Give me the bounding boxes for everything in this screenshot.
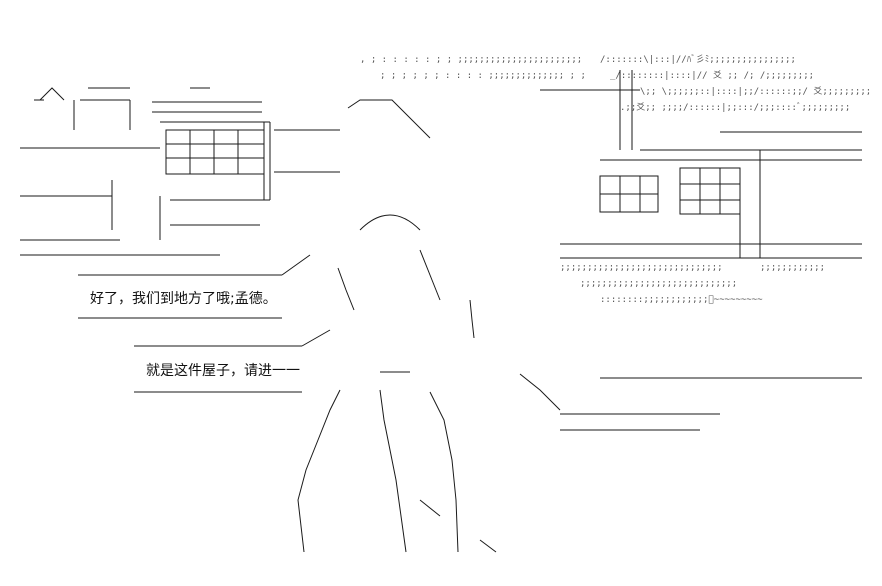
svg-text:, ; : : : : : ; ; ;;;;;;;;;;;;: , ; : : : : : ; ; ;;;;;;;;;;;;;;;;;;;;;;… [360, 55, 582, 65]
house-left [20, 87, 340, 256]
speech-box [78, 254, 331, 393]
svg-text:;;;;;;;;;;;;: ;;;;;;;;;;;; [760, 263, 825, 273]
svg-text:\;; \;;;;;;::|::::|;;/::::::;;: \;; \;;;;;;::|::::|;;/::::::;;/ 爻;;;;;;;… [640, 86, 871, 97]
svg-text:; ; ; ; ; ; : : : : ;;;;;;;;;;: ; ; ; ; ; ; : : : : ;;;;;;;;;;;;;; ; ; [380, 71, 586, 81]
dialogue-line-2: 就是这件屋子，请进一一 [146, 363, 300, 379]
svg-text:::::::::;;;;;;;;;;;;ﾞ~~~~~~~~~: ::::::::;;;;;;;;;;;;ﾞ~~~~~~~~~ [600, 295, 763, 305]
svg-text:;;;;;;;;;;;;;;;;;;;;;;;;;;;;;;: ;;;;;;;;;;;;;;;;;;;;;;;;;;;;;; [560, 263, 723, 273]
figure-silhouette [297, 214, 561, 553]
house-right [347, 70, 862, 431]
svg-text:;;;;;;;;;;;;;;;;;;;;;;;;;;;;;: ;;;;;;;;;;;;;;;;;;;;;;;;;;;;; [580, 279, 737, 289]
cloud-texture: , ; : : : : : ; ; ;;;;;;;;;;;;;;;;;;;;;;… [360, 54, 871, 305]
svg-text:.;;爻;; ;;;;/::::::|;;:::/;;;::: .;;爻;; ;;;;/::::::|;;:::/;;;::::ﾞ;;;;;;;… [620, 102, 850, 113]
dialogue-line-1: 好了，我们到地方了哦;孟德。 [90, 291, 277, 307]
svg-text:/:::::::\|:::|//ﾊﾞ彡ﾐ;;;;;;;;;;: /:::::::\|:::|//ﾊﾞ彡ﾐ;;;;;;;;;;;;;;;; [600, 54, 796, 65]
svg-text:_/::::::::|::::|// 爻 ;; /; /;;: _/::::::::|::::|// 爻 ;; /; /;;;;;;;;; [610, 70, 814, 81]
